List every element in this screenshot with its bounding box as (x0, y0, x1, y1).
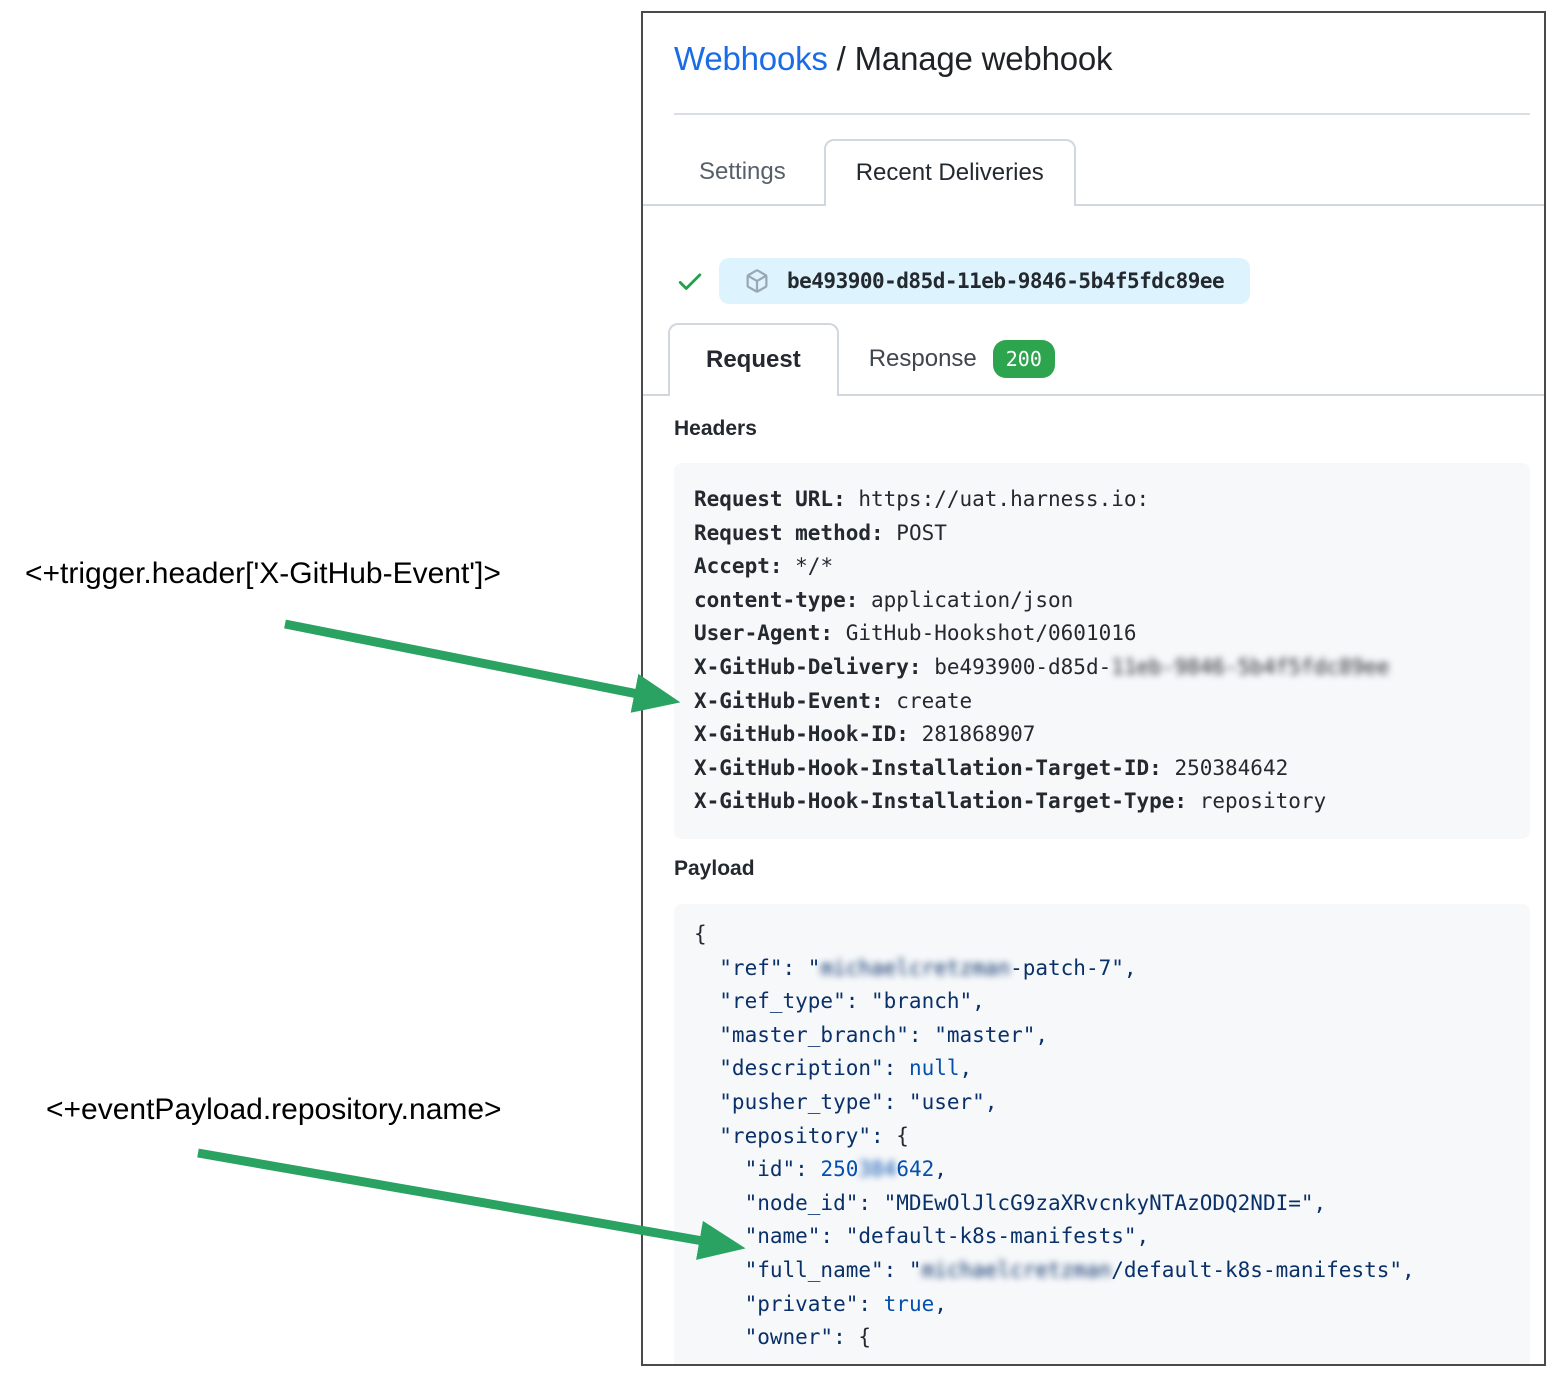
payload-token: "ref": " (694, 955, 821, 980)
payload-token: "name": "default-k8s-manifests", (694, 1224, 1150, 1249)
redacted-text: michaelcretzman (820, 955, 1011, 980)
tab-response[interactable]: Response 200 (839, 323, 1085, 394)
header-name: Request method: (694, 520, 884, 545)
header-name: X-GitHub-Hook-Installation-Target-ID: (694, 755, 1162, 780)
payload-token: , (959, 1056, 973, 1081)
payload-token: , (934, 1291, 947, 1316)
payload-line: "node_id": "MDEwOlJlcG9zaXRvcnkyNTAzODQ2… (694, 1187, 1520, 1221)
payload-token: "node_id": "MDEwOlJlcG9zaXRvcnkyNTAzODQ2… (694, 1190, 1327, 1215)
headers-section-title: Headers (674, 417, 757, 440)
header-name: X-GitHub-Hook-ID: (694, 722, 909, 747)
header-row: X-GitHub-Hook-ID: 281868907 (694, 722, 1036, 747)
header-row: Request URL: https://uat.harness.io: (694, 487, 1150, 511)
payload-line: { (694, 918, 1520, 952)
delivery-detail-tabbar: Request Response 200 (643, 323, 1544, 396)
annotation-trigger-header-expression: <+trigger.header['X-GitHub-Event']> (25, 557, 501, 590)
header-row: X-GitHub-Delivery: be493900-d85d-11eb-98… (694, 654, 1390, 679)
header-row: Request method: POST (694, 520, 947, 545)
breadcrumb: Webhooks / Manage webhook (674, 40, 1113, 78)
header-name: Request URL: (694, 487, 846, 511)
payload-line: "pusher_type": "user", (694, 1086, 1520, 1120)
title-divider (674, 113, 1530, 115)
payload-line: "id": 250384642, (694, 1153, 1520, 1187)
payload-token: true (883, 1291, 935, 1316)
tab-settings[interactable]: Settings (699, 158, 786, 185)
header-name: Accept: (694, 554, 783, 579)
payload-line: "ref": "michaelcretzman-patch-7", (694, 952, 1520, 986)
payload-line: "full_name": "michaelcretzman/default-k8… (694, 1254, 1520, 1288)
payload-token: , (934, 1157, 947, 1182)
arrow-to-x-github-event (284, 619, 681, 713)
package-icon (746, 269, 768, 293)
payload-line: "description": null, (694, 1052, 1520, 1086)
payload-token: "full_name": " (694, 1257, 922, 1282)
payload-token: "description": (694, 1056, 909, 1081)
header-name: X-GitHub-Hook-Installation-Target-Type: (694, 789, 1188, 814)
payload-token: "ref_type": "branch", (694, 989, 985, 1014)
payload-code-box: { "ref": "michaelcretzman-patch-7", "ref… (674, 904, 1530, 1364)
response-status-badge: 200 (992, 339, 1055, 378)
payload-token: "owner": (694, 1325, 859, 1350)
page-title: Manage webhook (854, 40, 1113, 77)
tab-response-label: Response (868, 344, 977, 372)
header-name: content-type: (694, 587, 859, 612)
header-row: content-type: application/json (694, 587, 1074, 612)
payload-token: /default-k8s-manifests", (1111, 1257, 1415, 1282)
payload-token: -patch-7", (1010, 955, 1137, 980)
redacted-text: 11eb-9846-5b4f5fdc89ee (1111, 654, 1390, 679)
header-row: X-GitHub-Hook-Installation-Target-Type: … (694, 789, 1327, 814)
redacted-text: 384 (858, 1157, 897, 1182)
payload-line: "ref_type": "branch", (694, 985, 1520, 1019)
header-row: X-GitHub-Hook-Installation-Target-ID: 25… (694, 755, 1289, 780)
delivery-success-check-icon (678, 273, 702, 290)
header-name: X-GitHub-Event: (694, 688, 884, 713)
payload-token: "id": (694, 1157, 821, 1182)
payload-line: "owner": { (694, 1321, 1520, 1355)
headers-code-box: Request URL: https://uat.harness.io:Requ… (674, 463, 1530, 839)
payload-token: { (694, 922, 707, 946)
payload-line: "master_branch": "master", (694, 1019, 1520, 1053)
webhook-tabbar: Settings Recent Deliveries (643, 139, 1544, 206)
payload-line: "repository": { (694, 1120, 1520, 1154)
breadcrumb-separator: / (827, 40, 855, 77)
header-row: X-GitHub-Event: create (694, 688, 973, 713)
payload-token: "private": (694, 1291, 884, 1316)
header-row: Accept: */* (694, 554, 834, 579)
payload-token: "pusher_type": "user", (694, 1089, 998, 1114)
payload-line: "private": true, (694, 1288, 1520, 1322)
delivery-row: be493900-d85d-11eb-9846-5b4f5fdc89ee (675, 257, 1251, 305)
payload-token: 642 (896, 1157, 935, 1182)
arrow-to-repository-name (197, 1148, 746, 1260)
header-name: User-Agent: (694, 621, 834, 646)
delivery-id-pill[interactable]: be493900-d85d-11eb-9846-5b4f5fdc89ee (719, 258, 1251, 304)
payload-token: 250 (820, 1157, 859, 1182)
breadcrumb-webhooks-link[interactable]: Webhooks (674, 40, 828, 77)
payload-token: null (908, 1056, 960, 1081)
header-row: User-Agent: GitHub-Hookshot/0601016 (694, 621, 1137, 646)
payload-line: "name": "default-k8s-manifests", (694, 1220, 1520, 1254)
tab-request[interactable]: Request (668, 323, 839, 396)
payload-token: "master_branch": "master", (694, 1022, 1049, 1047)
webhook-panel: Webhooks / Manage webhook Settings Recen… (641, 11, 1546, 1366)
annotation-event-payload-expression: <+eventPayload.repository.name> (46, 1093, 502, 1126)
tab-recent-deliveries[interactable]: Recent Deliveries (823, 139, 1076, 206)
payload-token: { (896, 1123, 909, 1148)
delivery-id: be493900-d85d-11eb-9846-5b4f5fdc89ee (787, 269, 1225, 293)
payload-token: { (858, 1325, 872, 1350)
redacted-text: michaelcretzman (921, 1257, 1112, 1282)
header-name: X-GitHub-Delivery: (694, 654, 922, 679)
payload-section-title: Payload (674, 857, 755, 880)
payload-token: "repository": (694, 1123, 897, 1148)
